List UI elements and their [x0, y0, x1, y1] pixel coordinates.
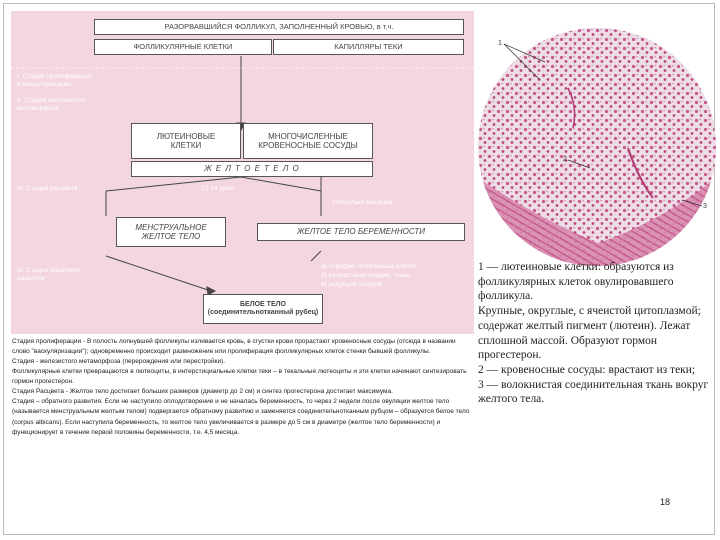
paragraph: Стадия Расцвета - Желтое тело достигает …	[12, 388, 393, 396]
regression-notes: а) Атрофия лютеиновых клеток б) разраста…	[321, 263, 416, 288]
paragraph: Фолликулярные клетки превращаются в люте…	[12, 368, 467, 386]
paragraph: Стадия - железистого метаморфоза (переро…	[12, 358, 226, 366]
corpus-luteum-label: Ж Е Л Т О Е Т Е Л О	[204, 164, 300, 174]
corpus-luteum-box: Ж Е Л Т О Е Т Е Л О	[131, 161, 373, 177]
corpus-luteum-diagram: РАЗОРВАВШИЙСЯ ФОЛЛИКУЛ, ЗАПОЛНЕННЫЙ КРОВ…	[11, 11, 474, 334]
legend-item: 2 — кровеносные сосуды: врастают из теки…	[478, 364, 696, 377]
micrograph-legend: 1 — лютеиновые клетки: образуются из фол…	[478, 260, 710, 407]
stage-3-label: III. Стадия расцвета	[17, 185, 78, 192]
follicular-cells-box: ФОЛЛИКУЛЯРНЫЕ КЛЕТКИ	[94, 39, 272, 55]
pregnancy-body-label: ЖЕЛТОЕ ТЕЛО БЕРЕМЕННОСТИ	[297, 227, 425, 237]
menstrual-body-label: МЕНСТРУАЛЬНОЕ ЖЕЛТОЕ ТЕЛО	[135, 222, 207, 241]
micro-marker-2: 2	[563, 156, 567, 163]
micro-marker-3: 3	[703, 203, 707, 210]
slide-frame	[3, 3, 715, 535]
ruptured-follicle-box: РАЗОРВАВШИЙСЯ ФОЛЛИКУЛ, ЗАПОЛНЕННЫЙ КРОВ…	[94, 19, 464, 35]
paragraph: Стадия – обратного развития. Если не нас…	[12, 398, 470, 436]
white-body-label: БЕЛОЕ ТЕЛО (соединительнотканный рубец)	[207, 300, 319, 316]
blood-vessels-label: МНОГОЧИСЛЕННЫЕ КРОВЕНОСНЫЕ СОСУДЫ	[258, 131, 358, 150]
corpus-luteum-micrograph	[478, 28, 716, 266]
luteal-cells-label: ЛЮТЕИНОВЫЕ КЛЕТКИ	[156, 131, 216, 150]
micro-marker-1: 1	[498, 40, 502, 47]
micrograph-tissue	[478, 28, 716, 266]
stage-1-label: I. Стадия пролиферации и васкуляризации	[17, 73, 92, 89]
ruptured-follicle-label: РАЗОРВАВШИЙСЯ ФОЛЛИКУЛ, ЗАПОЛНЕННЫЙ КРОВ…	[164, 21, 394, 31]
paragraph: Стадия пролиферации - В полость лопнувше…	[12, 338, 456, 356]
follicular-cells-label: ФОЛЛИКУЛЯРНЫЕ КЛЕТКИ	[133, 41, 233, 51]
stage-2-label: II. Стадия железистого метаморфоза	[17, 97, 86, 113]
legend-item: 1 — лютеиновые клетки: образуются из фол…	[478, 261, 674, 303]
stages-description: Стадия пролиферации - В полость лопнувше…	[12, 337, 474, 515]
page-number: 18	[660, 497, 671, 507]
diagram-arrows	[11, 56, 474, 296]
duration-months-label: Несколько месяцев	[333, 199, 393, 206]
stage-4-label: III. Стадия обратного развития	[17, 267, 81, 283]
pregnancy-body-box: ЖЕЛТОЕ ТЕЛО БЕРЕМЕННОСТИ	[257, 223, 465, 241]
white-body-box: БЕЛОЕ ТЕЛО (соединительнотканный рубец)	[203, 294, 323, 324]
legend-item: 3 — волокнистая соединительная ткань вок…	[478, 378, 709, 406]
duration-days-label: 12-14 дней	[201, 185, 235, 192]
theca-capillaries-box: КАПИЛЛЯРЫ ТЕКИ	[273, 39, 464, 55]
luteal-cells-box: ЛЮТЕИНОВЫЕ КЛЕТКИ	[131, 123, 241, 159]
legend-item: Крупные, округлые, с ячеистой цитоплазмо…	[478, 305, 701, 362]
blood-vessels-box: МНОГОЧИСЛЕННЫЕ КРОВЕНОСНЫЕ СОСУДЫ	[243, 123, 373, 159]
menstrual-body-box: МЕНСТРУАЛЬНОЕ ЖЕЛТОЕ ТЕЛО	[116, 217, 226, 247]
theca-capillaries-label: КАПИЛЛЯРЫ ТЕКИ	[334, 41, 403, 51]
